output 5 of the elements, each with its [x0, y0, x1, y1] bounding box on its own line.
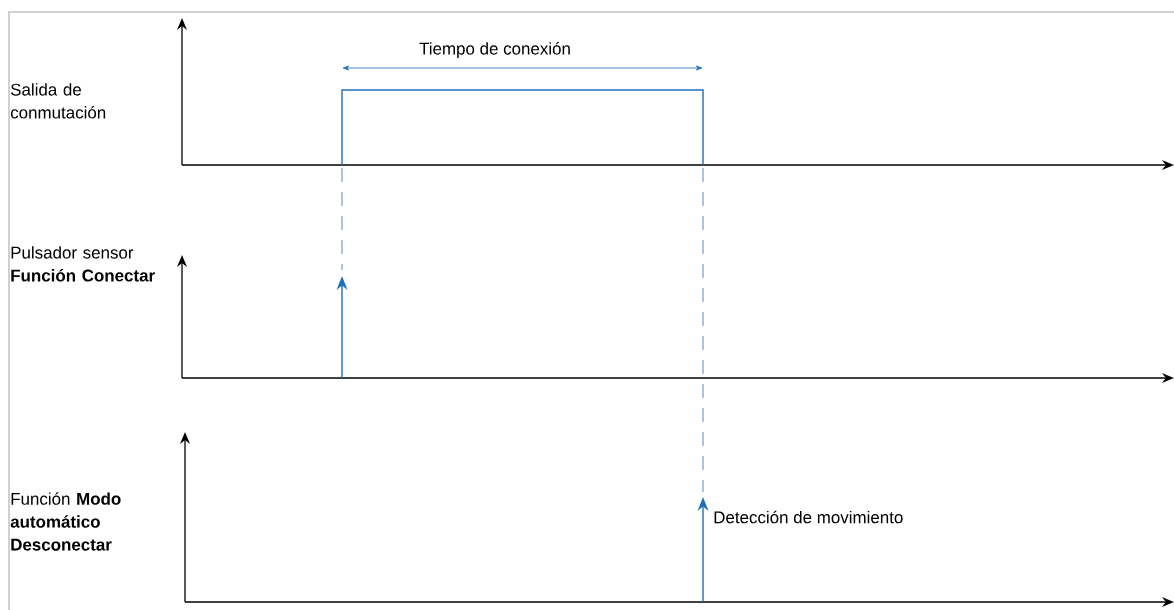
annotation-label: Detección de movimiento — [714, 510, 903, 524]
axis-label: Salida de conmutación — [10, 83, 106, 119]
axis-label: Pulsador sensor Función Conectar — [11, 246, 155, 282]
axis-label: Función Modo automático Desconectar — [10, 492, 121, 551]
dimension-label: Tiempo de conexión — [419, 42, 570, 58]
